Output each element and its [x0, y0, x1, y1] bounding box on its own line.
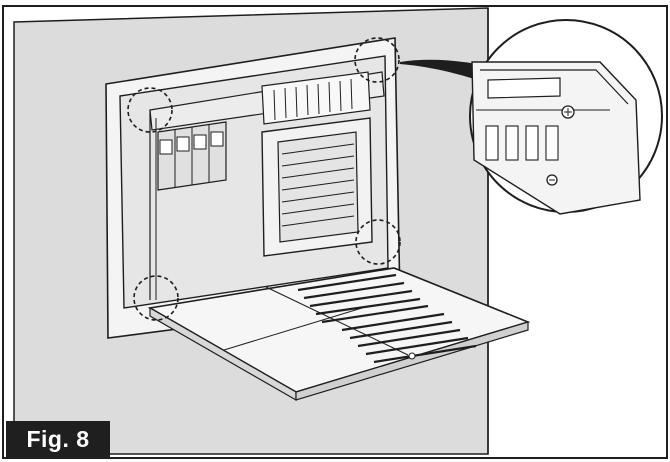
dashed-circle-marker [354, 37, 400, 83]
louvered-unit [261, 117, 373, 257]
dashed-circle-marker [355, 219, 401, 265]
open-door-panel [147, 267, 531, 402]
breaker-block [157, 121, 227, 191]
zoom-callout [469, 19, 663, 215]
dashed-circle-marker [127, 87, 173, 133]
figure-label: Fig. 8 [6, 421, 110, 458]
top-vent-grille [261, 71, 371, 125]
dashed-circle-marker [133, 275, 179, 321]
